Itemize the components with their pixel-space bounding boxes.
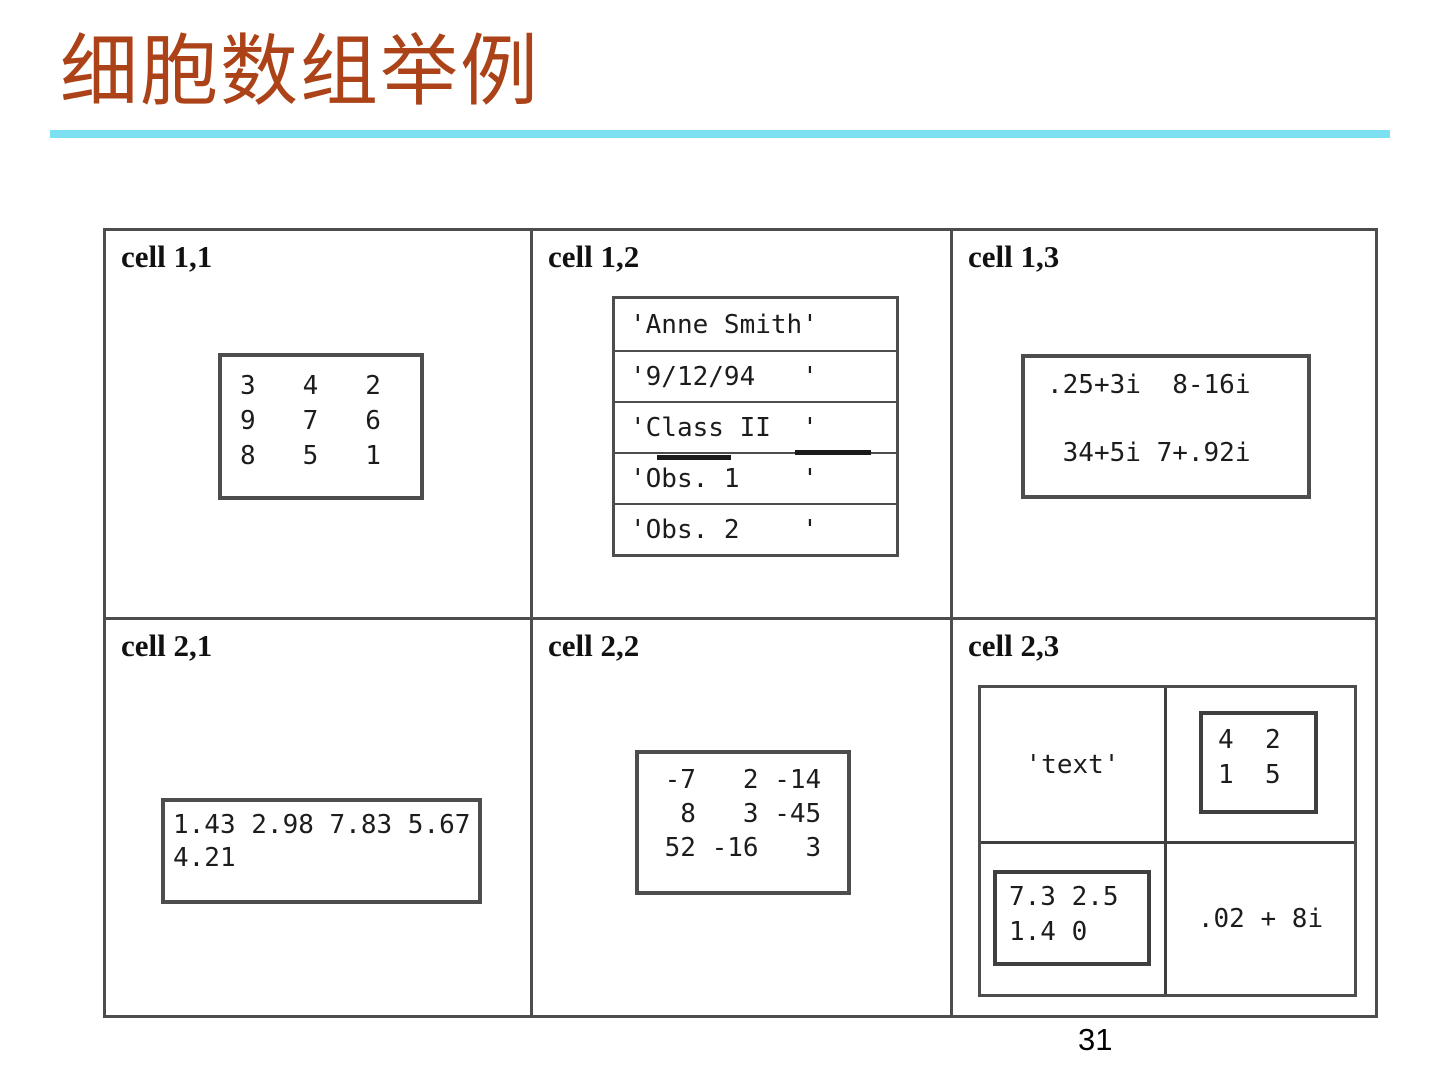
nested-matrix: 7.3 2.5 1.4 0	[1009, 882, 1119, 947]
nested-text-value: 'text'	[1025, 749, 1120, 780]
cell-1-3-label: cell 1,3	[968, 239, 1060, 274]
divider-artifact	[795, 450, 871, 455]
cell-1-2-string-stack: 'Anne Smith' '9/12/94 ' 'Class II ' 'Obs…	[612, 296, 899, 557]
cell-1-3: cell 1,3 .25+3i 8-16i 34+5i 7+.92i	[953, 231, 1375, 620]
nested-complex-value: .02 + 8i	[1197, 904, 1324, 934]
cell-1-1: cell 1,1 3 4 2 9 7 6 8 5 1	[106, 231, 533, 620]
cell-1-1-matrix: 3 4 2 9 7 6 8 5 1	[240, 371, 381, 471]
string-row: '9/12/94 '	[615, 350, 896, 401]
cell-2-3: cell 2,3 'text' 4 2 1 5 7.3 2.5 1.4 0 .0	[953, 620, 1375, 1015]
cell-2-1-matrix-box: 1.43 2.98 7.83 5.67 4.21	[161, 798, 482, 904]
cell-2-1-label: cell 2,1	[121, 628, 213, 663]
cell-1-2-label: cell 1,2	[548, 239, 640, 274]
cell-2-2-matrix: -7 2 -14 8 3 -45 52 -16 3	[664, 765, 822, 863]
divider-artifact	[657, 455, 731, 460]
nested-cell-1-1: 'text'	[981, 688, 1167, 844]
cell-2-3-label: cell 2,3	[968, 628, 1060, 663]
cell-1-3-matrix-box: .25+3i 8-16i 34+5i 7+.92i	[1021, 354, 1311, 499]
nested-cell-2-2: .02 + 8i	[1167, 844, 1354, 994]
nested-matrix-box: 7.3 2.5 1.4 0	[993, 870, 1151, 966]
cell-1-3-matrix: .25+3i 8-16i 34+5i 7+.92i	[1047, 370, 1251, 468]
nested-cell-1-2: 4 2 1 5	[1167, 688, 1354, 844]
nested-matrix: 4 2 1 5	[1218, 725, 1281, 790]
string-row: 'Obs. 2 '	[615, 503, 896, 554]
cell-array-diagram: cell 1,1 3 4 2 9 7 6 8 5 1 cell 1,2 'Ann…	[103, 228, 1378, 1018]
cell-1-1-label: cell 1,1	[121, 239, 213, 274]
cell-2-2: cell 2,2 -7 2 -14 8 3 -45 52 -16 3	[533, 620, 953, 1015]
string-row: 'Obs. 1 '	[615, 452, 896, 503]
page-number: 31	[1078, 1022, 1113, 1057]
cell-2-2-matrix-box: -7 2 -14 8 3 -45 52 -16 3	[635, 750, 851, 895]
cell-1-1-matrix-box: 3 4 2 9 7 6 8 5 1	[218, 353, 424, 500]
string-row: 'Class II '	[615, 401, 896, 452]
cell-2-1: cell 2,1 1.43 2.98 7.83 5.67 4.21	[106, 620, 533, 1015]
slide-title: 细胞数组举例	[60, 27, 541, 117]
cell-2-3-nested-cell-array: 'text' 4 2 1 5 7.3 2.5 1.4 0 .02 + 8i	[978, 685, 1357, 997]
title-underline-rule	[50, 130, 1390, 138]
string-row: 'Anne Smith'	[630, 309, 818, 340]
cell-2-1-matrix: 1.43 2.98 7.83 5.67 4.21	[173, 810, 471, 873]
cell-1-2: cell 1,2 'Anne Smith' '9/12/94 ' 'Class …	[533, 231, 953, 620]
nested-cell-2-1: 7.3 2.5 1.4 0	[981, 844, 1167, 994]
cell-2-2-label: cell 2,2	[548, 628, 640, 663]
nested-matrix-box: 4 2 1 5	[1199, 711, 1318, 814]
